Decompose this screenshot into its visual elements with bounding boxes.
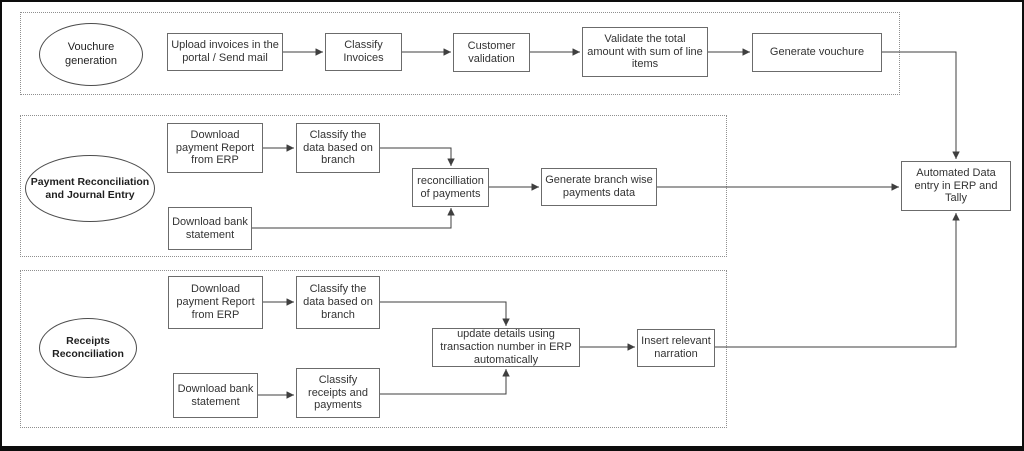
node-insert-narration: Insert relevant narration <box>637 329 715 367</box>
node-download-payment-report-receipts: Download payment Report from ERP <box>168 276 263 329</box>
node-classify-invoices: Classify Invoices <box>325 33 402 71</box>
node-classify-receipts-payments: Classify receipts and payments <box>296 368 380 418</box>
node-download-bank-statement-receipts-label: Download bank statement <box>177 382 254 408</box>
node-generate-vouchure-label: Generate vouchure <box>769 46 865 59</box>
node-reconcilliation-of-payments-label: reconcilliation of payments <box>417 174 484 200</box>
ellipse-receipts-reconciliation-label: Receipts Reconciliation <box>52 335 124 360</box>
node-upload-invoices: Upload invoices in the portal / Send mai… <box>167 33 283 71</box>
node-update-details-label: update details using transaction number … <box>440 328 572 366</box>
node-customer-validation-label: Customer validation <box>467 39 516 65</box>
node-download-bank-statement-payments: Download bank statement <box>168 207 252 250</box>
lane-receipts-reconciliation <box>20 270 727 428</box>
node-validate-total: Validate the total amount with sum of li… <box>582 27 708 77</box>
node-download-bank-statement-receipts: Download bank statement <box>173 373 258 418</box>
node-upload-invoices-label: Upload invoices in the portal / Send mai… <box>171 39 279 64</box>
node-download-payment-report-payments: Download payment Report from ERP <box>167 123 263 173</box>
node-insert-narration-label: Insert relevant narration <box>641 335 711 360</box>
node-customer-validation: Customer validation <box>453 33 530 72</box>
node-generate-branch-wise: Generate branch wise payments data <box>541 168 657 206</box>
node-download-payment-report-payments-label: Download payment Report from ERP <box>175 128 255 167</box>
node-classify-invoices-label: Classify Invoices <box>343 39 384 64</box>
lane-payment-reconciliation <box>20 115 727 257</box>
node-reconcilliation-of-payments: reconcilliation of payments <box>412 168 489 207</box>
node-automated-entry: Automated Data entry in ERP and Tally <box>901 161 1011 211</box>
node-automated-entry-label: Automated Data entry in ERP and Tally <box>914 166 998 205</box>
ellipse-payment-reconciliation-label: Payment Reconciliation and Journal Entry <box>30 175 150 201</box>
ellipse-voucher-generation-label: Vouchure generation <box>65 41 117 67</box>
node-classify-data-branch-receipts-label: Classify the data based on branch <box>303 283 373 321</box>
node-download-bank-statement-payments-label: Download bank statement <box>172 215 248 241</box>
node-generate-vouchure: Generate vouchure <box>752 33 882 72</box>
ellipse-receipts-reconciliation: Receipts Reconciliation <box>39 318 137 378</box>
node-generate-branch-wise-label: Generate branch wise payments data <box>545 174 653 199</box>
ellipse-payment-reconciliation: Payment Reconciliation and Journal Entry <box>25 155 155 222</box>
node-download-payment-report-receipts-label: Download payment Report from ERP <box>176 283 255 321</box>
node-classify-data-branch-receipts: Classify the data based on branch <box>296 276 380 329</box>
node-update-details: update details using transaction number … <box>432 328 580 367</box>
ellipse-voucher-generation: Vouchure generation <box>39 23 143 86</box>
node-validate-total-label: Validate the total amount with sum of li… <box>587 32 703 71</box>
node-classify-data-branch-payments-label: Classify the data based on branch <box>303 128 373 167</box>
node-classify-data-branch-payments: Classify the data based on branch <box>296 123 380 173</box>
node-classify-receipts-payments-label: Classify receipts and payments <box>308 373 368 412</box>
